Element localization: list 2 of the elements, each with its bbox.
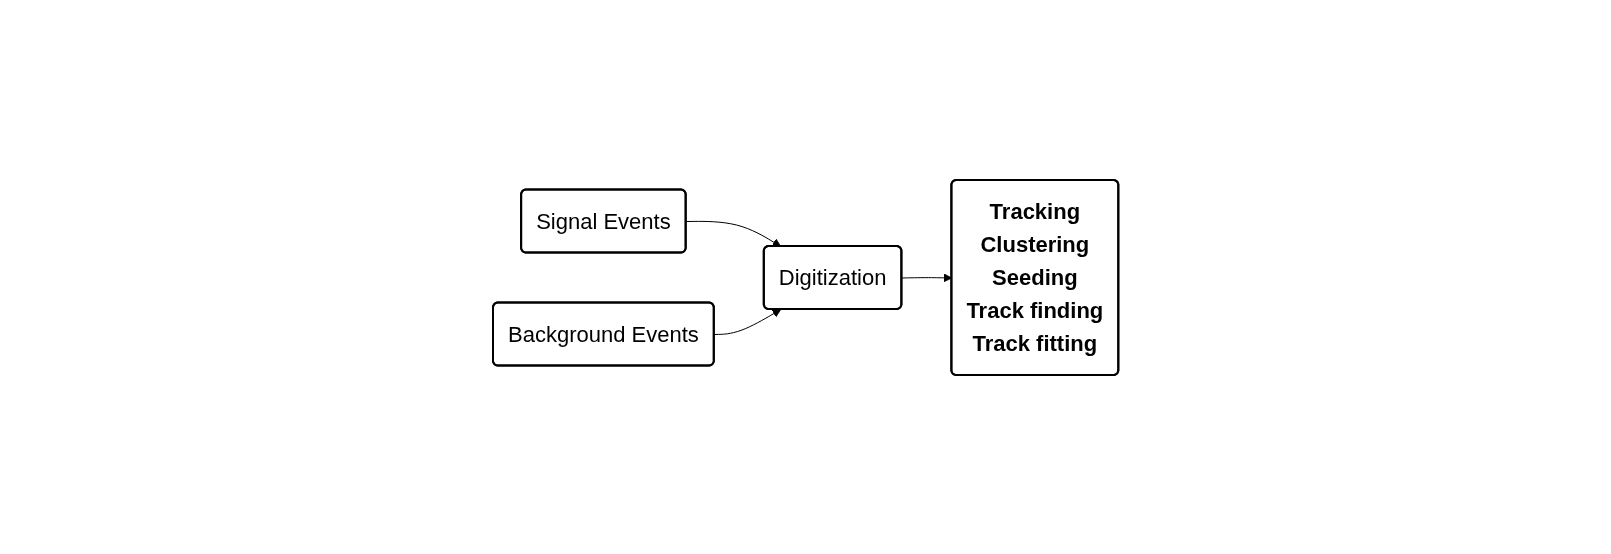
arrow [685, 220, 782, 247]
arrow [713, 308, 782, 335]
